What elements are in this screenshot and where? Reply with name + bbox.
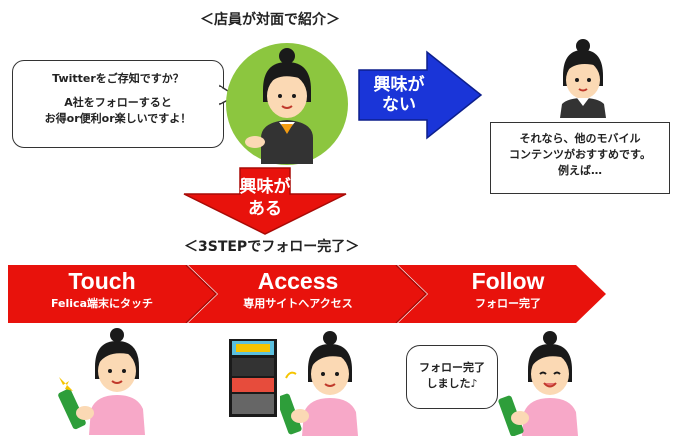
step-touch: Touch Felica端末にタッチ <box>14 268 190 311</box>
clerk-illustration <box>226 43 348 165</box>
steps-heading: ＜3STEPでフォロー完了＞ <box>184 239 360 255</box>
touch-illustration <box>58 328 145 435</box>
interested-line-1: 興味が <box>239 177 291 197</box>
clerk-speech-line-3: お得or便利or楽しいですよ！ <box>44 112 192 125</box>
clerk-speech-line-2: A社をフォローすると <box>64 96 172 109</box>
alt-message-line-3: 例えば… <box>558 164 602 177</box>
step-follow-subtitle: フォロー完了 <box>475 297 541 310</box>
alt-message-line-1: それなら、他のモバイル <box>519 132 641 145</box>
step-touch-chevron <box>8 265 216 323</box>
alt-message-line-2: コンテンツがおすすめです。 <box>509 148 651 161</box>
page-title: ＜店員が対面で紹介＞ <box>200 12 340 28</box>
phone-screen-illustration <box>229 339 277 417</box>
steps-banner <box>8 265 606 323</box>
not-interested-line-2: ない <box>382 95 416 115</box>
access-illustration <box>280 331 358 436</box>
step-access-chevron <box>188 265 426 323</box>
step-touch-title: Touch <box>68 268 136 294</box>
not-interested-arrow <box>358 50 483 140</box>
follow-speech-bubble: フォロー完了 しました♪ <box>406 345 498 409</box>
not-interested-label: 興味が ない <box>364 75 434 115</box>
step-follow-chevron <box>398 265 606 323</box>
clerk-speech-line-1: Twitterをご存知ですか？ <box>52 72 184 85</box>
not-interested-line-1: 興味が <box>373 75 425 95</box>
interested-label: 興味が ある <box>225 176 305 220</box>
follow-speech-line-2: しました♪ <box>426 377 478 390</box>
interested-line-2: ある <box>248 199 282 219</box>
step-access: Access 専用サイトへアクセス <box>210 268 386 311</box>
follow-speech-line-1: フォロー完了 <box>419 361 485 374</box>
clerk-speech-bubble: Twitterをご存知ですか？ A社をフォローすると お得or便利or楽しいです… <box>12 60 224 148</box>
follow-illustration <box>498 331 578 436</box>
alternative-message-box: それなら、他のモバイル コンテンツがおすすめです。 例えば… <box>490 122 670 194</box>
step-follow-title: Follow <box>471 268 545 294</box>
interested-arrow <box>183 167 347 235</box>
step-follow: Follow フォロー完了 <box>420 268 596 311</box>
step-touch-subtitle: Felica端末にタッチ <box>50 297 153 310</box>
staff-illustration-right <box>560 39 606 118</box>
step-access-subtitle: 専用サイトへアクセス <box>243 297 353 310</box>
step-access-title: Access <box>257 268 339 294</box>
